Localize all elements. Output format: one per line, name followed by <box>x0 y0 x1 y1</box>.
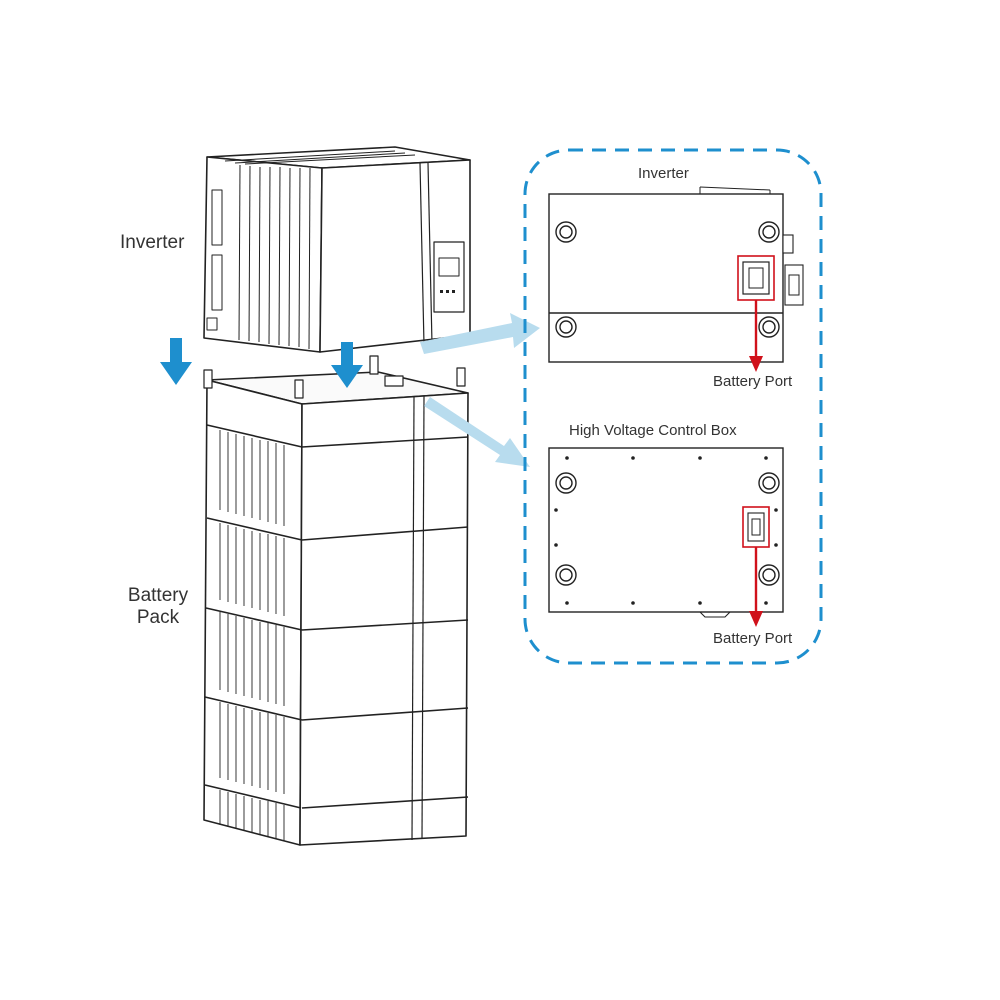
callout-arrow-icon <box>424 397 530 467</box>
battery-pack-stack <box>203 355 469 846</box>
inverter-label: Inverter <box>120 232 185 253</box>
down-arrow-icon <box>160 338 192 385</box>
battery-port-label-bottom: Battery Port <box>713 630 793 647</box>
callout-arrow-icon <box>420 313 540 354</box>
battery-pack-label-line2: Pack <box>136 607 180 628</box>
down-arrow-icon <box>331 342 363 388</box>
inverter-unit <box>203 146 471 353</box>
control-box-bottom-view <box>548 447 784 618</box>
battery-pack-label: Battery Pack <box>118 585 198 629</box>
inverter-bottom-view <box>548 186 804 363</box>
detail-callout-frame <box>523 148 823 665</box>
detail-inverter-title: Inverter <box>638 165 689 182</box>
red-arrow-icon <box>749 547 763 627</box>
battery-pack-label-line1: Battery <box>127 585 189 606</box>
red-arrow-icon <box>749 300 763 372</box>
battery-port-label-top: Battery Port <box>713 373 793 390</box>
detail-control-box-title: High Voltage Control Box <box>569 422 737 439</box>
